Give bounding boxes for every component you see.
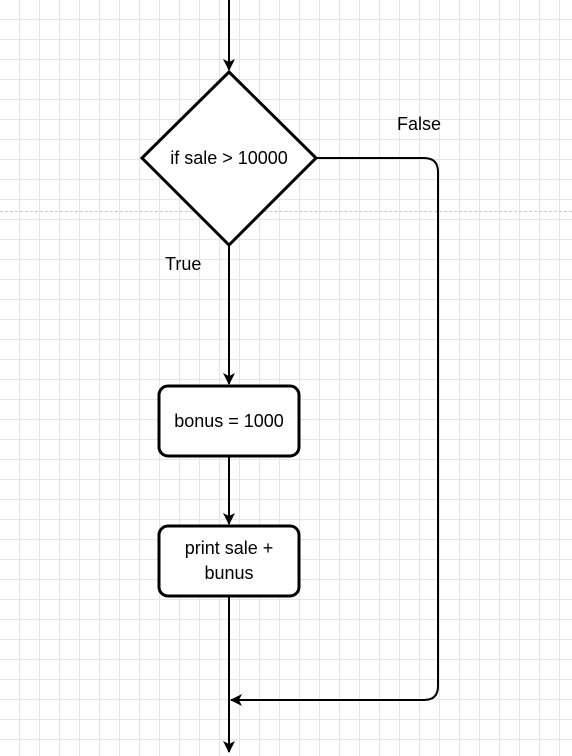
page-break-line <box>0 211 572 212</box>
decision-label: if sale > 10000 <box>170 147 288 168</box>
edge-false-arrow <box>230 157 439 706</box>
process-bonus-label: bonus = 1000 <box>174 410 284 431</box>
edge-true-label: True <box>165 254 202 274</box>
edge-false-label: False <box>397 114 442 134</box>
process-print-label: print sale + bunus <box>184 538 274 583</box>
